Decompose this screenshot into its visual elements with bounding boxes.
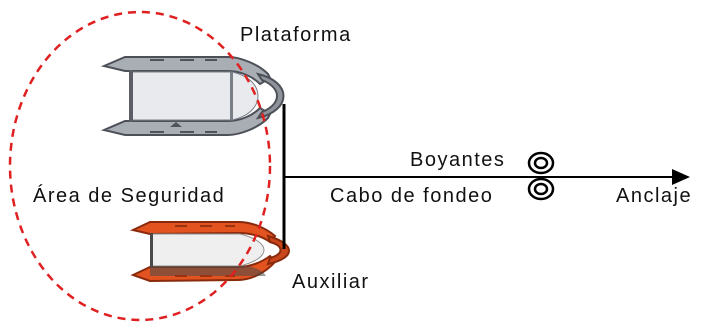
label-anclaje: Anclaje [616, 185, 692, 207]
label-auxiliar: Auxiliar [292, 271, 370, 293]
label-cabo-fondeo: Cabo de fondeo [330, 185, 493, 207]
label-area-seguridad: Área de Seguridad [33, 184, 225, 207]
buoys [527, 151, 555, 201]
label-plataforma: Plataforma [240, 24, 352, 46]
platform-boat [100, 56, 285, 136]
auxiliary-boat [129, 221, 290, 283]
anchor-arrowhead [672, 169, 690, 185]
safety-area-boundary [8, 10, 272, 322]
label-boyantes: Boyantes [410, 149, 505, 171]
